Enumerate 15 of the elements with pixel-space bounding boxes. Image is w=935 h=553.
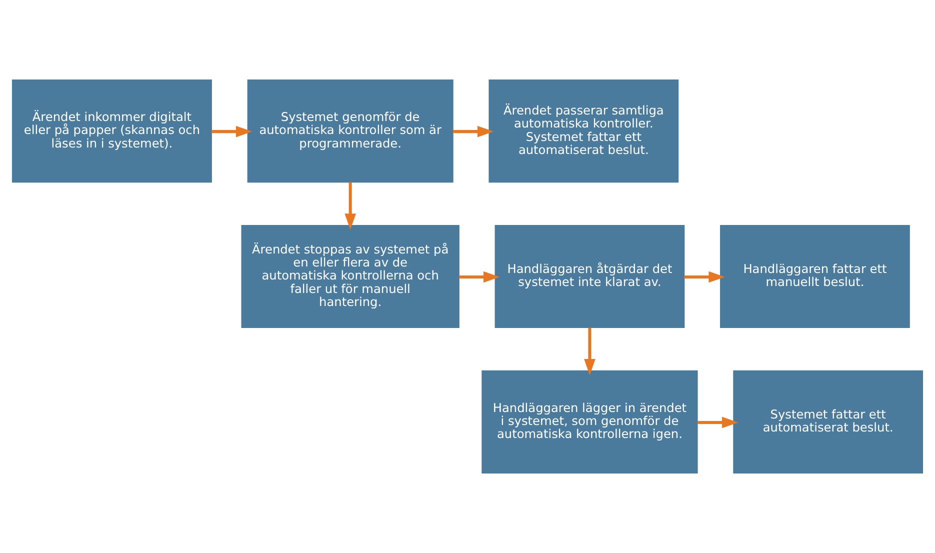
arrow bbox=[697, 416, 738, 428]
node-box: Systemet genomför de automatiska kontroller som är programmerade. bbox=[247, 80, 454, 183]
node-box: Ärendet stoppas av systemet på en eller flera av de automatiska kontrollerna och faller ut för manuell hantering. bbox=[241, 224, 460, 328]
node-box: Ärendet inkommer digitalt eller på papper (skannas och läses in i systemet). bbox=[12, 80, 212, 183]
node-box: Handläggaren åtgärdar det systemet inte klarat av. bbox=[494, 224, 685, 328]
node-box: Handläggaren fattar ett manuellt beslut. bbox=[720, 224, 910, 328]
node-box: Ärendet passerar samtliga automatiska kontroller. Systemet fattar ett automatiserat beslut. bbox=[488, 80, 679, 183]
arrow bbox=[212, 126, 252, 138]
node-box: Handläggaren lägger in ärendet i systemet, som genomför de automatiska kontrollerna igen. bbox=[482, 370, 698, 474]
arrow bbox=[459, 271, 500, 283]
arrow bbox=[344, 182, 356, 230]
node-box: Systemet fattar ett automatiserat beslut. bbox=[733, 370, 924, 474]
arrow bbox=[453, 126, 494, 138]
arrow bbox=[584, 328, 596, 376]
arrow bbox=[684, 271, 725, 283]
